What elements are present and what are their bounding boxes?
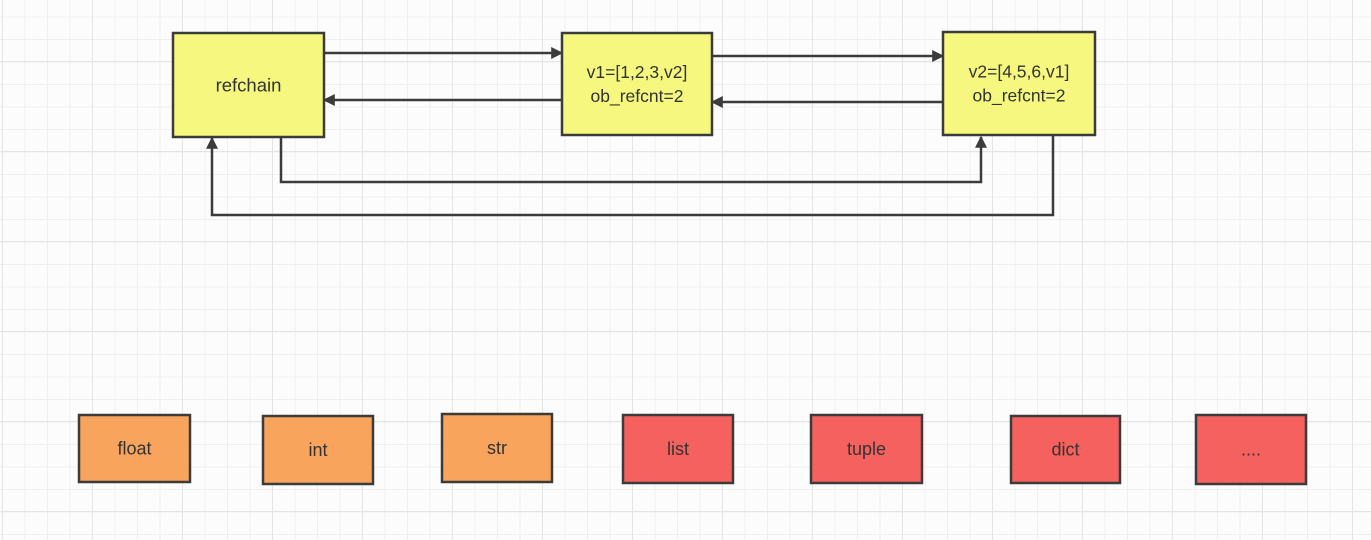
type-box-list: list	[621, 413, 735, 485]
edge-v2-to-refchain-bottom	[206, 135, 1055, 217]
type-box-float-label: float	[117, 439, 151, 459]
type-box-int: int	[261, 414, 375, 486]
node-v1-label: v1=[1,2,3,v2]	[587, 62, 688, 82]
type-box-float-box	[77, 413, 192, 484]
type-box-tuple-box	[809, 413, 924, 485]
type-box-dict: dict	[1009, 414, 1122, 485]
type-box-tuple-label: tuple	[847, 439, 886, 459]
type-box-dict-box	[1009, 414, 1122, 485]
node-refchain-label: refchain	[216, 75, 282, 96]
node-v1-box	[560, 31, 714, 137]
type-box-list-label: list	[667, 439, 689, 459]
type-box--box	[1194, 413, 1308, 486]
type-box-tuple: tuple	[809, 413, 924, 485]
type-box-str: str	[440, 412, 554, 484]
nodes-layer: refchainv1=[1,2,3,v2]ob_refcnt=2v2=[4,5,…	[77, 30, 1308, 486]
type-box-: ....	[1194, 413, 1308, 486]
node-v2-label: ob_refcnt=2	[973, 86, 1066, 107]
node-v2: v2=[4,5,6,v1] ob_refcnt=2	[941, 30, 1097, 137]
node-v1-label: ob_refcnt=2	[591, 86, 684, 107]
type-box-list-box	[621, 413, 735, 485]
type-box--label: ....	[1241, 440, 1261, 460]
type-box-dict-label: dict	[1051, 440, 1079, 460]
edges-layer	[206, 47, 1055, 217]
node-v1: v1=[1,2,3,v2] ob_refcnt=2	[560, 31, 714, 137]
type-box-float: float	[77, 413, 192, 484]
type-box-str-label: str	[487, 438, 507, 458]
node-refchain-box	[171, 31, 326, 139]
type-box-str-box	[440, 412, 554, 484]
edge-refchain-to-v2-bottom	[279, 135, 987, 184]
node-v2-box	[941, 30, 1097, 137]
node-refchain: refchain	[171, 31, 326, 139]
type-box-int-label: int	[308, 440, 327, 460]
node-v2-label: v2=[4,5,6,v1]	[969, 62, 1070, 82]
type-box-int-box	[261, 414, 375, 486]
